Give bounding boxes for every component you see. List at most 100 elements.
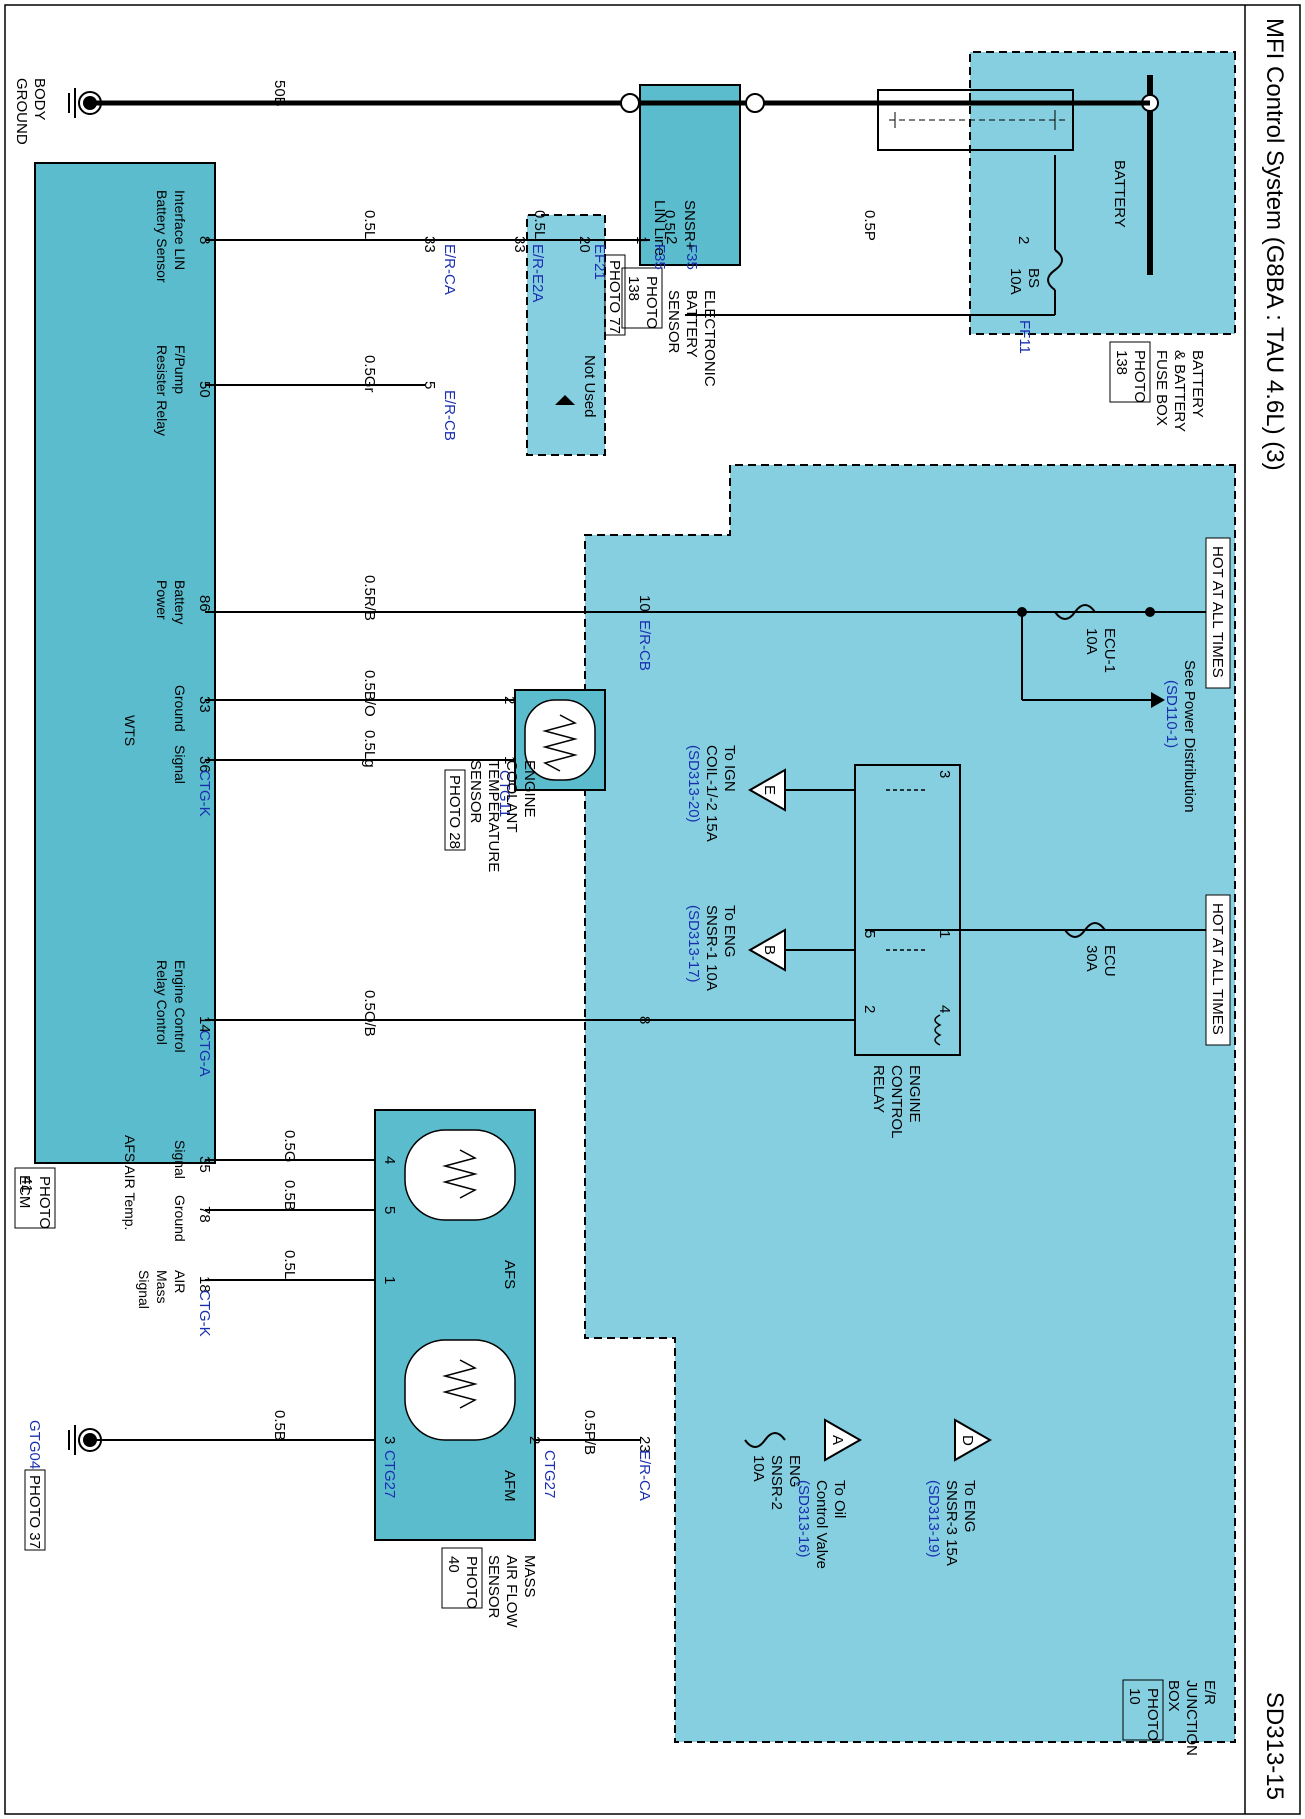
body-ground-label-2: GROUND <box>13 78 30 145</box>
pin-ef-20: 20 <box>576 236 593 253</box>
ect-label-3: TEMPERATURE <box>485 760 502 872</box>
er-jb-label-1: E/R <box>1201 1680 1218 1705</box>
wire-0-5pb-label: 0.5P/B <box>581 1410 598 1455</box>
ecr-label-3: RELAY <box>870 1065 887 1113</box>
pin-ecm-14: 14 <box>196 1016 213 1033</box>
ect-label-2: COOLANT <box>503 760 520 833</box>
not-used-label: Not Used <box>581 355 598 418</box>
ref-b-triangle <box>747 928 786 972</box>
pin-sn-2: 2 <box>663 236 680 244</box>
maf-label-2: AIR FLOW <box>503 1555 520 1628</box>
ebs-photo-1: PHOTO <box>643 276 660 329</box>
pin-ecm-8: 8 <box>196 236 213 244</box>
connector-f35-a: F35 <box>683 244 700 270</box>
ecr-label-1: ENGINE <box>906 1065 923 1123</box>
gtg04-label: GTG04 <box>26 1420 43 1469</box>
ref-a-letter: A <box>829 1435 846 1445</box>
pin-ca-33: 33 <box>421 236 438 253</box>
battery-fuse-box <box>969 51 1236 335</box>
pin-ecm-86: 86 <box>196 595 213 612</box>
ecm-wts-signal: Signal <box>172 745 188 784</box>
ecm-p18-3: Signal <box>136 1270 152 1309</box>
gtg04-ground-icon <box>83 1433 97 1447</box>
hot-2-frame <box>1205 894 1231 1046</box>
fuse-ecu-label: ECU <box>1101 945 1118 977</box>
connector-ctg27-b: CTG27 <box>541 1450 558 1498</box>
wire-0-5lg-label: 0.5Lg <box>361 730 378 768</box>
fuse-box-label-2: & BATTERY <box>1171 350 1188 432</box>
connector-ctg11: CTG11 <box>496 770 513 817</box>
pin-ect-1: 1 <box>501 756 518 764</box>
wire-0-5gr-label: 0.5Gr <box>361 355 378 393</box>
ref-d-triangle <box>954 1418 993 1462</box>
ecm-p50-2: Resister Relay <box>154 345 170 436</box>
wire-0-5l-d-label: 0.5L <box>281 1250 298 1279</box>
fuse-ecu1-icon <box>1054 604 1096 620</box>
fuse-ecu-icon <box>1064 922 1106 938</box>
er-junction-box <box>584 464 1236 1743</box>
ebs-photo-frame <box>621 267 663 329</box>
ref-e-letter: E <box>761 785 778 795</box>
connector-ff11: FF11 <box>1016 320 1033 354</box>
electronic-battery-sensor <box>639 84 741 266</box>
connector-f35-b: F35 <box>651 244 668 270</box>
fuse-ecu1-label: ECU-1 <box>1101 628 1118 673</box>
ref-b-1: To ENG <box>721 905 738 958</box>
wire-0-5b-a-label: 0.5B <box>281 1180 298 1211</box>
ect-resistor-icon <box>542 714 578 772</box>
sensor-pin-snsr: SNSR+ <box>681 200 698 251</box>
fuse-eng-snsr2-3: 10A <box>750 1455 767 1482</box>
wire-0-5ob-label: 0.5O/B <box>361 990 378 1037</box>
ref-a-2: Control Valve <box>813 1480 830 1569</box>
wire-0-5l-c-label: 0.5L <box>361 210 378 239</box>
pin-maf-1: 1 <box>381 1276 398 1284</box>
er-jb-photo-1: PHOTO <box>1144 1688 1161 1741</box>
connector-ctg27-a: CTG27 <box>381 1450 398 1498</box>
maf-photo-2: 40 <box>445 1556 462 1573</box>
page-id: SD313-15 <box>1261 1692 1288 1800</box>
pin-cb-5: 5 <box>421 381 438 389</box>
pin-bat-2: 2 <box>1015 236 1032 244</box>
maf-label-1: MASS <box>521 1555 538 1598</box>
fuse-box-photo-1: PHOTO <box>1131 350 1148 403</box>
afm-element <box>404 1339 516 1441</box>
sensor-pin-lin: LIN Line <box>651 200 668 256</box>
fuse-box-photo-frame <box>1109 341 1151 403</box>
afs-label: AFS <box>501 1260 518 1289</box>
ref-e-1: To IGN <box>721 745 738 792</box>
wire-0-5b-b-label: 0.5B <box>271 1410 288 1441</box>
ref-e-3: (SD313-20) <box>685 745 702 823</box>
fuse-box-label-1: BATTERY <box>1189 350 1206 418</box>
wire-0-5p-label: 0.5P <box>861 210 878 241</box>
er-jb-label-2: JUNCTION <box>1183 1680 1200 1756</box>
pin-sn-1: 1 <box>633 236 650 244</box>
pin-ecm-36: 36 <box>196 756 213 773</box>
pin-maf-3: 3 <box>381 1436 398 1444</box>
ecr-label-2: CONTROL <box>888 1065 905 1138</box>
ref-a-triangle <box>824 1418 863 1462</box>
er-jb-photo-2: 10 <box>1126 1688 1143 1705</box>
photo-37: PHOTO 37 <box>26 1475 43 1549</box>
ecm-p86-1: Battery <box>172 580 188 624</box>
ref-b-2: SNSR-1 10A <box>703 905 720 991</box>
connector-er-cb-2: E/R-CB <box>636 620 653 671</box>
pin-j-8: 8 <box>636 1016 653 1024</box>
ecm-p18-2: Mass <box>154 1270 170 1303</box>
afm-label: AFM <box>501 1470 518 1502</box>
ref-a-3: (SD313-16) <box>795 1480 812 1558</box>
fuse-box-label-3: FUSE BOX <box>1153 350 1170 426</box>
ebs-label-3: SENSOR <box>665 290 682 354</box>
ref-e-2: COIL-1/-2 15A <box>703 745 720 842</box>
wire-0-5l-b-label: 0.5L <box>531 210 548 239</box>
wire-0-5l-a-label: 0.5L <box>661 210 678 239</box>
ecm-photo-2: 41 <box>18 1176 35 1193</box>
er-jb-label-3: BOX <box>1165 1680 1182 1712</box>
ecm-p14-2: Relay Control <box>154 960 170 1045</box>
pin-e2a-33: 33 <box>511 236 528 253</box>
connector-er-ca-2: E/R-CA <box>636 1450 653 1501</box>
bs-fuse-rating: 10A <box>1007 268 1024 295</box>
ecm-photo-1: PHOTO <box>36 1176 53 1229</box>
ecm-p50-1: F/Pump <box>172 345 188 394</box>
